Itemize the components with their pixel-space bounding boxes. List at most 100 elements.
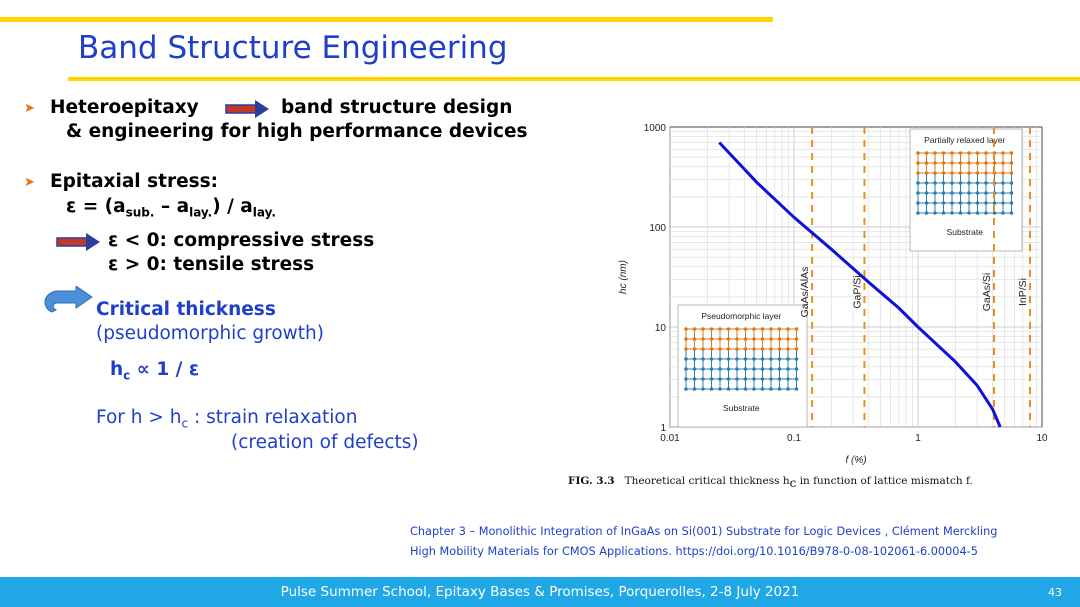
pseudomorphic-inset-atom — [735, 367, 739, 371]
heteroepitaxy-text: Heteroepitaxy — [50, 97, 199, 118]
hc-proportional-text: hc ∝ 1 / ε — [110, 359, 200, 383]
x-tick-label: 0.1 — [787, 433, 801, 444]
pseudomorphic-inset-atom — [726, 327, 731, 331]
pseudomorphic-inset-atom — [786, 377, 790, 381]
pseudomorphic-inset-atom — [794, 367, 799, 371]
pseudomorphic-inset-atom — [684, 327, 688, 331]
y-tick-label: 100 — [649, 223, 666, 234]
pseudomorphic-inset-atom — [692, 377, 697, 381]
pseudomorphic-inset-atom — [760, 357, 765, 361]
relaxed-inset-atom — [1009, 181, 1014, 185]
relaxed-inset-atom — [916, 181, 920, 185]
relaxed-inset-atom — [941, 181, 946, 185]
pseudomorphic-inset-atom — [777, 327, 782, 331]
pseudomorphic-inset-atom — [786, 347, 790, 351]
pseudomorphic-inset-atom — [743, 327, 748, 331]
relaxed-inset-atom — [933, 151, 937, 155]
x-tick-label: 10 — [1036, 433, 1048, 444]
relaxed-inset-atom — [941, 211, 946, 215]
pseudomorphic-inset-atom — [726, 387, 731, 391]
pseudomorphic-inset-atom — [726, 347, 731, 351]
relaxed-inset-atom — [916, 201, 920, 205]
relaxed-inset-atom — [950, 181, 954, 185]
pseudomorphic-inset-atom — [752, 387, 756, 391]
pseudomorphic-inset-atom — [769, 367, 773, 371]
relaxed-inset-atom — [933, 211, 937, 215]
pseudomorphic-inset-atom — [735, 337, 739, 341]
relaxed-inset-atom — [1009, 211, 1014, 215]
y-tick-label: 10 — [655, 323, 667, 334]
x-tick-label: 1 — [915, 433, 921, 444]
critical-thickness-curve — [718, 141, 1002, 428]
relaxed-inset-atom — [958, 161, 963, 165]
relaxed-inset-atom — [950, 201, 954, 205]
pseudomorphic-inset-atom — [726, 367, 731, 371]
relaxed-inset-atom — [984, 191, 988, 195]
pseudomorphic-inset-title: Pseudomorphic layer — [701, 311, 781, 321]
relaxed-inset-atom — [924, 161, 929, 165]
pseudomorphic-inset-atom — [794, 347, 799, 351]
relaxed-inset-atom — [967, 211, 971, 215]
pseudomorphic-inset-atom — [760, 387, 765, 391]
pseudomorphic-inset-atom — [701, 327, 705, 331]
relaxed-inset-atom — [1001, 191, 1005, 195]
slide-title: Band Structure Engineering — [78, 30, 508, 66]
pseudomorphic-text: (pseudomorphic growth) — [96, 323, 324, 344]
relaxed-inset-atom — [967, 171, 971, 175]
reference-line-2: High Mobility Materials for CMOS Applica… — [410, 545, 978, 558]
critical-thickness-text: Critical thickness — [96, 299, 276, 320]
footer-text: Pulse Summer School, Epitaxy Bases & Pro… — [280, 584, 800, 600]
relaxed-inset-atom — [941, 171, 946, 175]
pseudomorphic-inset-atom — [777, 347, 782, 351]
right-arrow-icon — [225, 100, 269, 118]
mismatch-line-label: GaAs/AlAs — [799, 267, 811, 318]
y-axis-label: hc (nm) — [618, 260, 629, 294]
pseudomorphic-inset-atom — [684, 347, 688, 351]
pseudomorphic-inset-atom — [726, 337, 731, 341]
relaxed-inset-atom — [967, 201, 971, 205]
pseudomorphic-inset-atom — [684, 337, 688, 341]
relaxed-inset-atom — [1009, 171, 1014, 175]
relaxed-inset-atom — [916, 151, 920, 155]
relaxed-inset-atom — [975, 151, 980, 155]
pseudomorphic-inset-atom — [794, 357, 799, 361]
relaxed-inset-atom — [933, 191, 937, 195]
relaxed-inset-atom — [924, 191, 929, 195]
pseudomorphic-inset-atom — [684, 367, 688, 371]
relaxed-inset-atom — [992, 161, 997, 165]
pseudomorphic-inset-atom — [726, 357, 731, 361]
pseudomorphic-inset-atom — [769, 337, 773, 341]
relaxed-inset-atom — [950, 151, 954, 155]
pseudomorphic-inset-atom — [777, 357, 782, 361]
pseudomorphic-inset-atom — [752, 337, 756, 341]
relaxed-inset-atom — [1001, 211, 1005, 215]
tensile-text: ε > 0: tensile stress — [108, 254, 315, 275]
epitaxial-stress-text: Epitaxial stress: — [50, 171, 219, 192]
title-underline — [68, 77, 1080, 81]
pseudomorphic-inset-atom — [692, 357, 697, 361]
x-tick-label: 0.01 — [660, 433, 680, 444]
relaxed-inset-atom — [975, 201, 980, 205]
relaxed-inset-atom — [975, 171, 980, 175]
relaxed-inset-atom — [916, 161, 920, 165]
relaxed-inset-atom — [941, 201, 946, 205]
pseudomorphic-inset-atom — [718, 327, 722, 331]
pseudomorphic-inset-atom — [777, 367, 782, 371]
relaxed-inset-substrate-label: Substrate — [947, 227, 984, 237]
pseudomorphic-inset-atom — [794, 387, 799, 391]
pseudomorphic-inset-atom — [701, 337, 705, 341]
pseudomorphic-inset-atom — [743, 387, 748, 391]
pseudomorphic-inset-atom — [743, 337, 748, 341]
pseudomorphic-inset-atom — [786, 337, 790, 341]
relaxed-inset-atom — [1001, 201, 1005, 205]
pseudomorphic-inset-atom — [769, 357, 773, 361]
relaxed-inset-atom — [984, 171, 988, 175]
relaxed-inset-atom — [992, 211, 997, 215]
pseudomorphic-inset-substrate-label: Substrate — [723, 403, 760, 413]
pseudomorphic-inset-atom — [752, 357, 756, 361]
pseudomorphic-inset-atom — [692, 387, 697, 391]
bullet-arrow-icon: ➤ — [24, 101, 35, 116]
relaxed-inset-atom — [984, 181, 988, 185]
